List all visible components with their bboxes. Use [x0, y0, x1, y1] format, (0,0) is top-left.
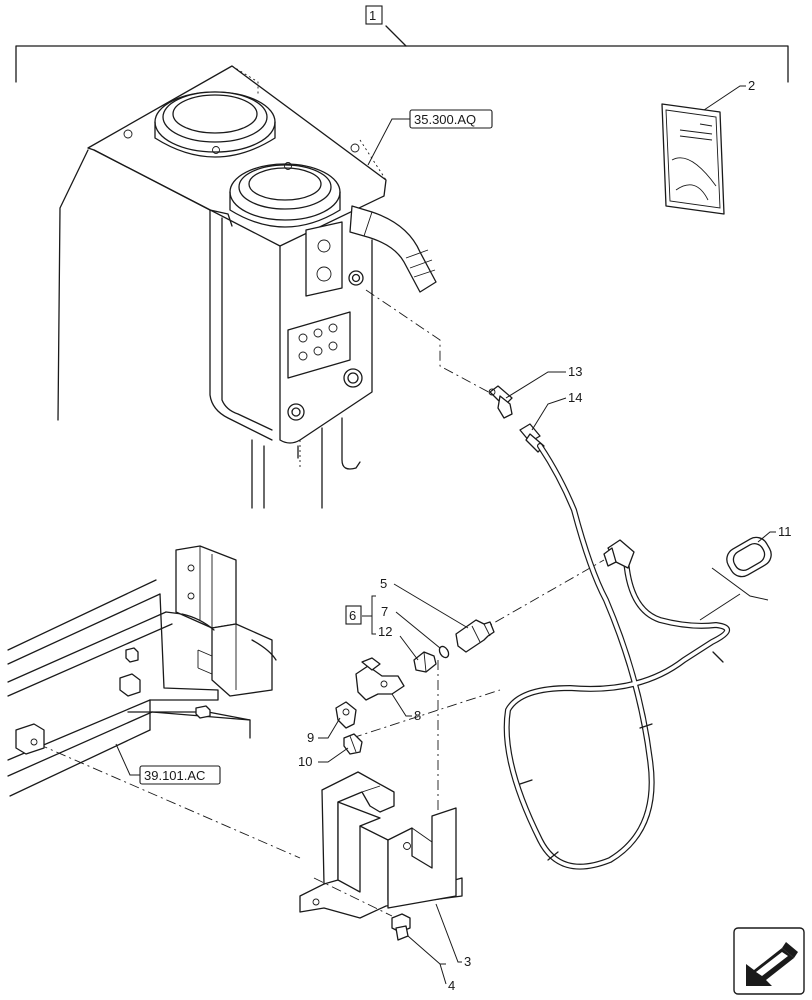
mounting-bracket: 3: [299, 771, 471, 969]
callout-1[interactable]: 1: [369, 8, 376, 23]
operator-manual: 2: [661, 78, 755, 215]
reference-label: 39.101.AC: [144, 768, 205, 783]
back-arrow-icon[interactable]: [733, 927, 805, 995]
callout-9[interactable]: 9: [307, 730, 314, 745]
hydraulic-tank: [57, 65, 437, 509]
callout-13[interactable]: 13: [568, 364, 582, 379]
reference-35-300-aq[interactable]: 35.300.AQ: [367, 109, 493, 166]
callouts-13-14: 13 14: [505, 364, 582, 431]
hose-assembly: [488, 385, 769, 870]
callout-10[interactable]: 10: [298, 754, 312, 769]
centre-lines: [37, 289, 605, 917]
assembly-bracket: 1: [15, 5, 789, 83]
callout-4[interactable]: 4: [448, 978, 455, 993]
callout-7[interactable]: 7: [381, 604, 388, 619]
reference-label: 35.300.AQ: [414, 112, 476, 127]
callout-6[interactable]: 6: [349, 608, 356, 623]
callout-8[interactable]: 8: [414, 708, 421, 723]
o-ring-11: 11: [726, 524, 792, 578]
callout-12[interactable]: 12: [378, 624, 392, 639]
callout-3[interactable]: 3: [464, 954, 471, 969]
callout-11[interactable]: 11: [778, 524, 792, 539]
callout-14[interactable]: 14: [568, 390, 582, 405]
frame-member: [7, 545, 277, 797]
reference-39-101-ac[interactable]: 39.101.AC: [115, 743, 221, 785]
valve-parts: 5 7 12 8 9 10 6: [298, 576, 495, 769]
bolt-4: 4: [391, 913, 455, 993]
callout-5[interactable]: 5: [380, 576, 387, 591]
callout-2[interactable]: 2: [748, 78, 755, 93]
